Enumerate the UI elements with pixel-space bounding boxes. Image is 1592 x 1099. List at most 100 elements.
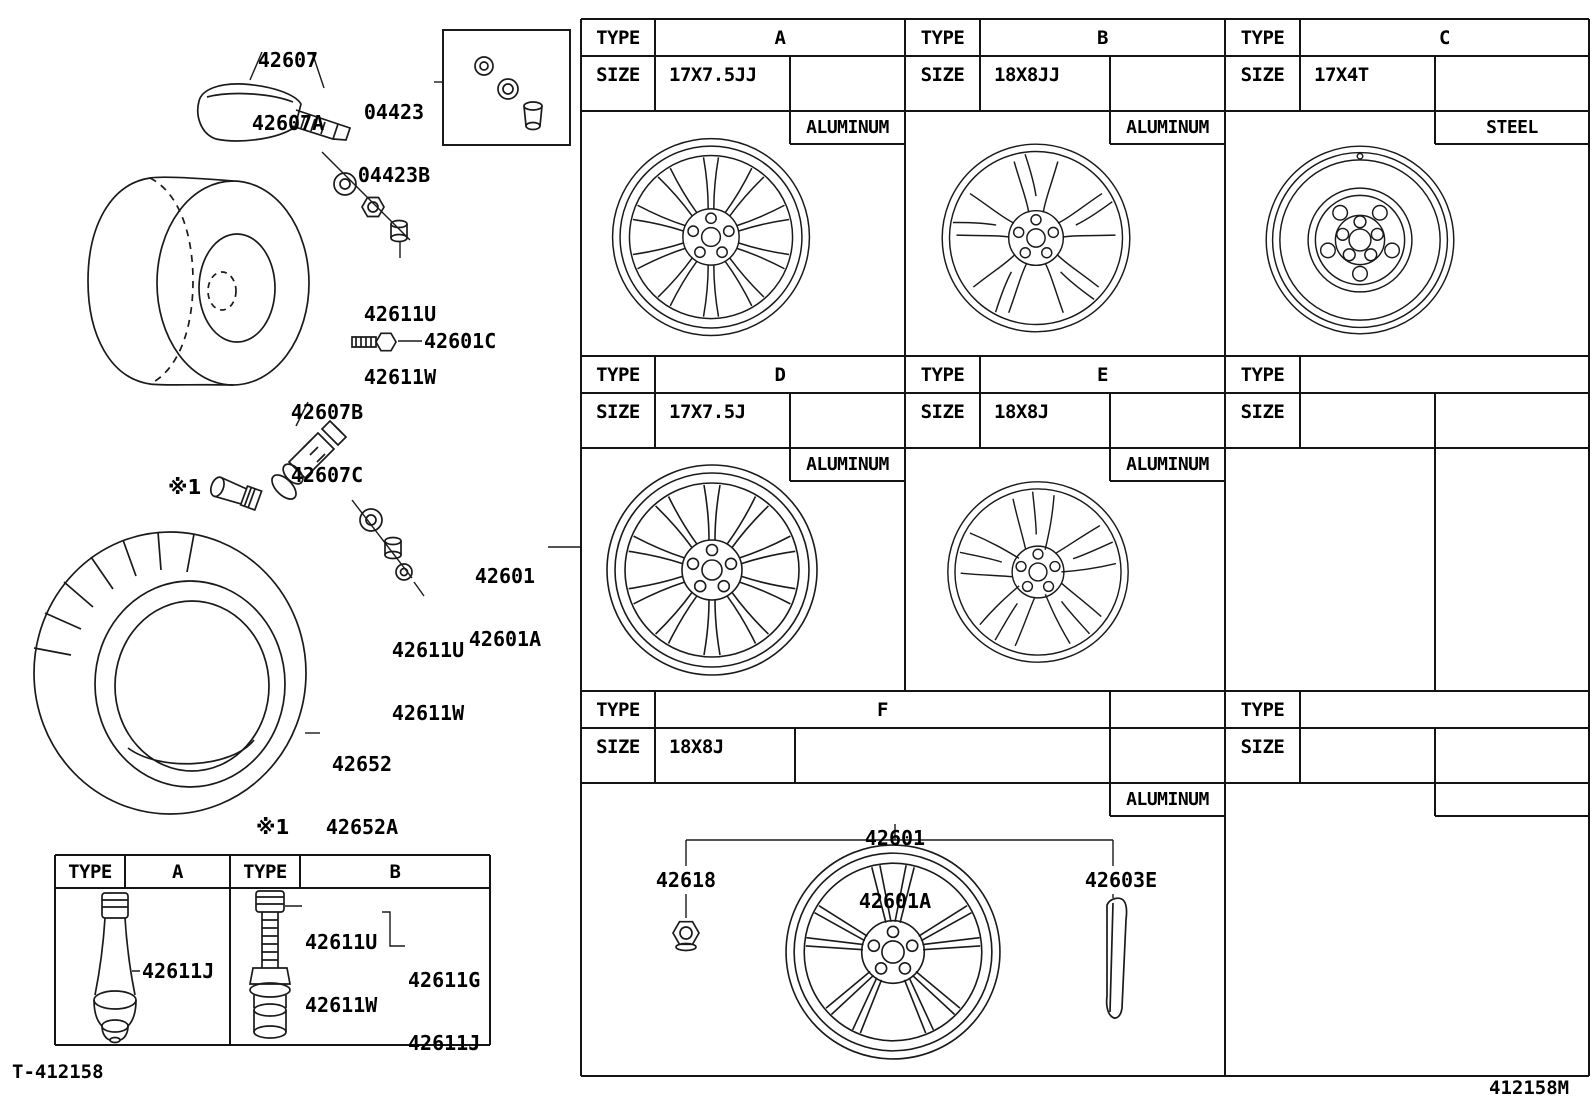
- label-valve-nut: 42618: [655, 868, 717, 892]
- wheel-rim-side-drawing: [87, 176, 310, 386]
- wheel-a-size-header: SIZE: [596, 64, 640, 86]
- wheel-type-d-drawing: [607, 465, 817, 675]
- wheel-e-type-value: E: [1097, 363, 1108, 386]
- note-ref-2: ※1: [256, 815, 290, 839]
- wheel-e-size-value: 18X8J: [994, 401, 1049, 423]
- wheel-f-type-value: F: [877, 698, 888, 721]
- wheel-d-type-header: TYPE: [596, 363, 640, 386]
- wheel-type-b-drawing: [942, 144, 1130, 332]
- valve-table-grid: [54, 854, 491, 1046]
- part-number: 42611W: [305, 993, 378, 1017]
- part-number: 42607: [257, 48, 319, 72]
- tpms-sensor-drawing: [197, 83, 352, 142]
- part-number: 42601A: [468, 627, 542, 651]
- part-number: 42611U: [305, 930, 378, 954]
- part-number: 42601: [864, 826, 926, 850]
- wheel-b-type-header: TYPE: [920, 26, 965, 49]
- wheel-c-size-header: SIZE: [1240, 64, 1285, 86]
- label-balance-weight: 42603E: [1084, 868, 1158, 892]
- balance-weight-drawing: [1105, 897, 1128, 1019]
- label-tpms-sensor: 42607 42607A: [228, 8, 348, 176]
- note-valve-drawing: [210, 476, 263, 512]
- wheel-f-size-header: SIZE: [596, 736, 640, 758]
- wheel-f-material-badge: ALUMINUM: [1126, 789, 1209, 810]
- part-number: 42611U: [363, 302, 437, 326]
- part-number: 42611W: [363, 365, 437, 389]
- label-disc-wheel: 42601 42601A: [462, 524, 548, 692]
- wheel-e-material-badge: ALUMINUM: [1126, 454, 1209, 475]
- hub-bolt-drawing: [351, 332, 397, 352]
- wheel-b-material-badge: ALUMINUM: [1126, 117, 1209, 138]
- part-number: 42611J: [408, 1031, 481, 1055]
- wheel-d-size-header: SIZE: [596, 401, 640, 423]
- label-hub-bolt: 42601C: [424, 329, 497, 353]
- page-code-right: 412158M: [1489, 1077, 1570, 1099]
- part-number: 04423: [363, 100, 425, 124]
- part-number: 42601A: [858, 889, 932, 913]
- grommet-nut-cap-drawing: [333, 172, 408, 243]
- valve-table-type-header-b: TYPE: [243, 861, 287, 883]
- wheel-c-material-badge: STEEL: [1486, 117, 1538, 138]
- wheel-blank1-type-header: TYPE: [1240, 363, 1285, 386]
- label-metal-valve-uw: 42611U 42611W: [305, 890, 395, 1058]
- wheel-c-size-value: 17X4T: [1314, 64, 1369, 86]
- wheel-table-grid: [580, 18, 1590, 1077]
- wheel-c-type-header: TYPE: [1240, 26, 1285, 49]
- part-number: 42652A: [325, 815, 399, 839]
- label-disc-wheel-f: 42601 42601A: [851, 786, 939, 954]
- wheel-b-size-header: SIZE: [920, 64, 965, 86]
- page-code-left: T-412158: [12, 1061, 104, 1083]
- label-rubber-valve: 42611J: [142, 959, 215, 983]
- rubber-valve-drawing: [93, 892, 137, 1044]
- part-number: 42652: [331, 752, 393, 776]
- wheel-c-type-value: C: [1439, 26, 1450, 49]
- wheel-type-c-drawing: [1265, 145, 1455, 335]
- part-number: 42607B: [290, 400, 364, 424]
- wheel-b-size-value: 18X8JJ: [994, 64, 1060, 86]
- wheel-a-type-header: TYPE: [596, 26, 640, 49]
- wheel-blank2-type-value: [1300, 691, 1589, 728]
- wheel-d-material-badge: ALUMINUM: [806, 454, 889, 475]
- part-number: 04423B: [357, 163, 431, 187]
- wheel-a-size-value: 17X7.5JJ: [669, 64, 757, 86]
- snap-in-valve-drawing: [271, 419, 348, 500]
- part-number: 42611W: [391, 701, 465, 725]
- label-valve-core-upper: 42611U 42611W: [358, 262, 442, 430]
- wheel-d-type-value: D: [774, 363, 786, 386]
- part-number: 42601: [474, 564, 536, 588]
- wheel-blank1-size-value: [1300, 393, 1435, 448]
- valve-table-type-a: A: [172, 861, 183, 883]
- wheel-f-size-value: 18X8J: [669, 736, 724, 758]
- part-number: 42611G: [408, 968, 481, 992]
- wheel-type-e-drawing: [948, 482, 1128, 662]
- valve-table-type-header-a: TYPE: [68, 861, 112, 883]
- part-number: 42607C: [290, 463, 364, 487]
- valve-table-type-b: B: [389, 861, 401, 883]
- wheel-a-material-badge: ALUMINUM: [806, 117, 889, 138]
- label-valve-core-lower: 42611U 42611W: [386, 598, 470, 766]
- wheel-blank2-size-header: SIZE: [1240, 736, 1285, 758]
- wheel-e-type-header: TYPE: [920, 363, 965, 386]
- wheel-d-size-value: 17X7.5J: [669, 401, 746, 423]
- wheel-type-a-drawing: [613, 139, 810, 336]
- wheel-blank2-type-header: TYPE: [1240, 698, 1285, 721]
- label-tire: 42652 42652A: [320, 712, 404, 880]
- wheel-blank2-size-value: [1300, 728, 1435, 783]
- valve-nut-drawing: [672, 920, 700, 952]
- wheel-a-type-value: A: [774, 26, 786, 49]
- valve-cap-kit-drawing: [442, 29, 571, 146]
- clamp-in-valve-drawing: [248, 890, 292, 1039]
- wheel-e-size-header: SIZE: [920, 401, 965, 423]
- part-number: 42611U: [391, 638, 465, 662]
- note-ref-1: ※1: [168, 475, 202, 499]
- wheel-b-type-value: B: [1097, 26, 1108, 49]
- leader-lines: [132, 51, 1114, 972]
- tire-drawing: [33, 531, 307, 815]
- part-number: 42607A: [251, 111, 325, 135]
- wheel-f-type-header: TYPE: [596, 698, 640, 721]
- label-valve-cap-kit: 04423 04423B: [352, 60, 436, 228]
- label-metal-valve-gj: 42611G 42611J: [408, 928, 498, 1096]
- wheel-blank1-type-value: [1300, 356, 1589, 393]
